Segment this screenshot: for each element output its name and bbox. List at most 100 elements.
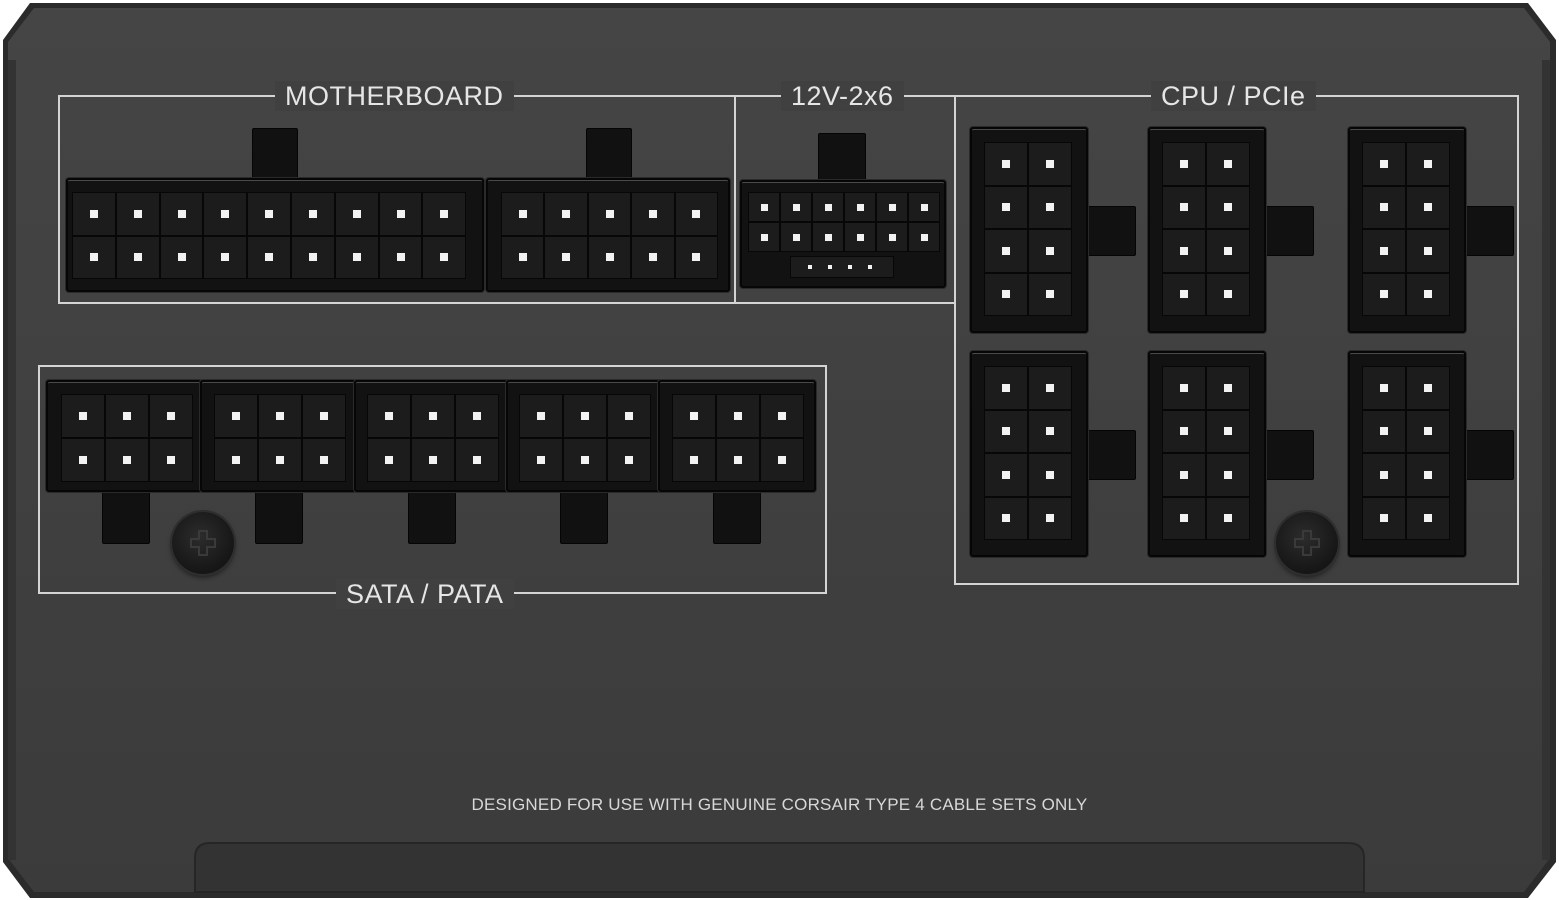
pin-contact xyxy=(440,253,449,262)
sense-pin-contact xyxy=(808,265,812,269)
pin-contact xyxy=(562,209,571,218)
pin-contact xyxy=(760,203,768,211)
motherboard-port-2-cell xyxy=(501,235,545,279)
pin-contact xyxy=(1224,203,1232,212)
pin-contact xyxy=(1424,427,1432,436)
sata-pata-label: SATA / PATA xyxy=(336,579,514,609)
pin-contact xyxy=(79,456,87,464)
sense-pin-contact xyxy=(868,265,872,269)
sata-port-1-latch xyxy=(102,484,150,544)
pin-contact xyxy=(320,456,328,464)
sata-port-5-latch xyxy=(713,484,761,544)
pin-contact xyxy=(734,412,742,420)
pin-contact xyxy=(824,203,832,211)
pin-contact xyxy=(537,412,545,420)
pin-contact xyxy=(605,253,614,262)
pin-contact xyxy=(1002,159,1010,168)
cpu-pcie-port-2-cell xyxy=(1206,272,1250,316)
pin-contact xyxy=(888,203,896,211)
pin-contact xyxy=(1424,203,1432,212)
pin-contact xyxy=(385,456,393,464)
pin-contact xyxy=(1380,383,1388,392)
pin-contact xyxy=(690,412,698,420)
pin-contact xyxy=(1424,383,1432,392)
motherboard-label: MOTHERBOARD xyxy=(275,81,514,111)
pin-contact xyxy=(429,412,437,420)
pin-contact xyxy=(396,209,405,218)
pin-contact xyxy=(920,233,928,241)
pin-contact xyxy=(123,456,131,464)
pin-contact xyxy=(778,412,786,420)
sata-pata-port-4-cell xyxy=(607,438,651,482)
pin-contact xyxy=(1224,427,1232,436)
pin-contact xyxy=(760,233,768,241)
pin-contact xyxy=(888,233,896,241)
cpu-pcie-port-6-cell xyxy=(1362,366,1406,410)
pin-contact xyxy=(79,412,87,420)
pin-contact xyxy=(1046,470,1054,479)
pin-contact xyxy=(276,412,284,420)
pin-contact xyxy=(792,203,800,211)
pin-contact xyxy=(1046,203,1054,212)
pin-contact xyxy=(221,253,230,262)
pin-contact xyxy=(581,412,589,420)
pin-contact xyxy=(1046,246,1054,255)
pin-contact xyxy=(265,253,274,262)
pin-contact xyxy=(1424,470,1432,479)
pin-contact xyxy=(1180,159,1188,168)
cpu-pcie-port-2-latch xyxy=(1260,206,1314,256)
pin-contact xyxy=(1180,203,1188,212)
pin-contact xyxy=(1224,383,1232,392)
pin-contact xyxy=(1002,470,1010,479)
pin-contact xyxy=(320,412,328,420)
cpu-pcie-port-5-latch xyxy=(1260,430,1314,480)
sata-port-4-latch xyxy=(560,484,608,544)
pin-contact xyxy=(1424,514,1432,523)
gpu-label: 12V-2x6 xyxy=(781,81,904,111)
pin-contact xyxy=(177,209,186,218)
sense-pin-contact xyxy=(848,265,852,269)
cable-compatibility-notice: DESIGNED FOR USE WITH GENUINE CORSAIR TY… xyxy=(471,795,1088,814)
cpu-pcie-port-4-latch xyxy=(1082,430,1136,480)
pin-contact xyxy=(1380,514,1388,523)
pin-contact xyxy=(1224,470,1232,479)
pin-contact xyxy=(1046,427,1054,436)
pin-contact xyxy=(605,209,614,218)
pin-contact xyxy=(856,233,864,241)
pin-contact xyxy=(690,456,698,464)
pin-contact xyxy=(133,209,142,218)
pin-contact xyxy=(1180,470,1188,479)
pin-contact xyxy=(232,412,240,420)
pin-contact xyxy=(1002,514,1010,523)
mounting-screw-left xyxy=(172,512,234,574)
pin-contact xyxy=(1380,246,1388,255)
motherboard-port-1-cell xyxy=(115,235,160,279)
pin-contact xyxy=(308,253,317,262)
motherboard-port-2-latch xyxy=(586,128,632,184)
pin-contact xyxy=(167,456,175,464)
pin-contact xyxy=(1002,427,1010,436)
motherboard-port-1-cell xyxy=(378,192,423,236)
sense-pin-contact xyxy=(828,265,832,269)
pin-contact xyxy=(1180,246,1188,255)
sata-pata-port-4-cell xyxy=(563,394,607,438)
pin-contact xyxy=(89,209,98,218)
cpu-pcie-port-1-latch xyxy=(1082,206,1136,256)
pin-contact xyxy=(221,209,230,218)
pin-contact xyxy=(920,203,928,211)
pin-contact xyxy=(1180,290,1188,299)
mounting-screw-right xyxy=(1276,512,1338,574)
pin-contact xyxy=(123,412,131,420)
phillips-screw-icon xyxy=(190,530,216,556)
pin-contact xyxy=(1380,290,1388,299)
pin-contact xyxy=(562,253,571,262)
sata-port-3-latch xyxy=(408,484,456,544)
pin-contact xyxy=(1180,427,1188,436)
pin-contact xyxy=(473,456,481,464)
pin-contact xyxy=(734,456,742,464)
cpu-pcie-port-5-cell xyxy=(1206,453,1250,497)
sata-pata-port-3-cell xyxy=(367,438,411,482)
pin-contact xyxy=(1224,246,1232,255)
pin-contact xyxy=(518,209,527,218)
